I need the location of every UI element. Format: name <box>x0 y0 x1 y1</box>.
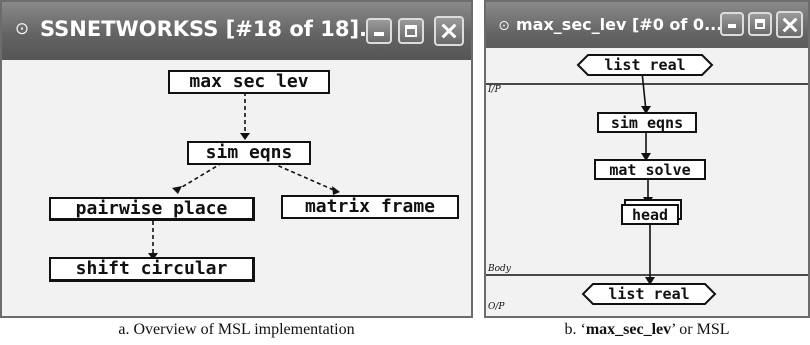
minimize-icon <box>728 24 736 28</box>
node-label: head <box>631 206 669 224</box>
minimize-button[interactable] <box>366 18 392 44</box>
arrowhead-icon <box>641 106 651 114</box>
node-max-sec-lev[interactable]: max sec lev <box>168 70 330 94</box>
maximize-icon <box>405 25 417 37</box>
maximize-button[interactable] <box>398 18 424 44</box>
node-pairwise-place[interactable]: pairwise place <box>49 197 255 221</box>
close-icon <box>436 18 462 44</box>
window-title: max_sec_lev [#0 of 0... <box>516 15 723 34</box>
section-label-output: O/P <box>488 302 505 312</box>
window-max-sec-lev: ⊙ max_sec_lev [#0 of 0... <box>484 0 810 318</box>
arrowhead-icon <box>641 153 651 161</box>
list-real-top-shape <box>576 54 714 76</box>
maximize-icon <box>755 19 765 29</box>
caption-b-bold: max_sec_lev <box>585 321 672 338</box>
window-ssnetworkss: ⊙ SSNETWORKSS [#18 of 18]... <box>0 0 473 318</box>
section-label-body: Body <box>488 264 511 274</box>
caption-b-suffix: ’ or MSL <box>671 321 730 338</box>
window-title: SSNETWORKSS [#18 of 18]... <box>40 17 383 41</box>
node-list-real-input[interactable]: list real <box>588 56 702 74</box>
minimize-icon <box>374 32 384 36</box>
section-label-input: I/P <box>488 85 501 95</box>
node-mat-solve[interactable]: mat solve <box>594 159 706 180</box>
caption-b: b. ‘max_sec_lev’ or MSL <box>484 321 810 343</box>
node-label: max sec lev <box>189 71 309 92</box>
wire-list-simeqns <box>641 71 647 112</box>
close-button[interactable] <box>776 11 803 38</box>
edge-simeqns-pairwise <box>176 162 223 191</box>
node-head[interactable]: head <box>621 204 679 225</box>
network-canvas[interactable]: max sec lev sim eqns pairwise place matr… <box>2 60 471 316</box>
node-shift-circular[interactable]: shift circular <box>49 257 255 282</box>
eye-icon: ⊙ <box>498 18 510 34</box>
network-edges <box>148 92 340 260</box>
node-sim-eqns[interactable]: sim eqns <box>597 112 697 133</box>
caption-b-prefix: b. ‘ <box>564 321 586 338</box>
arrowhead-icon <box>172 186 182 194</box>
arrowhead-icon <box>332 186 340 195</box>
eye-icon: ⊙ <box>14 19 30 39</box>
node-label: sim eqns <box>610 114 684 132</box>
node-matrix-frame[interactable]: matrix frame <box>281 195 459 219</box>
title-bar[interactable]: ⊙ SSNETWORKSS [#18 of 18]... <box>2 2 471 60</box>
node-label: shift circular <box>75 258 228 279</box>
function-canvas[interactable]: I/P Body O/P list real sim eqns mat solv… <box>486 48 808 316</box>
edge-simeqns-matrix <box>271 162 337 192</box>
function-wires <box>486 54 808 305</box>
minimize-button[interactable] <box>720 12 744 36</box>
node-label: list real <box>608 285 690 303</box>
maximize-button[interactable] <box>748 12 772 36</box>
node-sim-eqns[interactable]: sim eqns <box>187 141 311 165</box>
node-label: list real <box>604 56 686 74</box>
caption-a: a. Overview of MSL implementation <box>0 321 473 343</box>
node-label: mat solve <box>609 161 691 179</box>
close-button[interactable] <box>434 16 464 46</box>
arrowhead-icon <box>645 277 655 285</box>
arrowhead-icon <box>148 253 158 260</box>
arrowhead-icon <box>240 133 250 140</box>
list-real-bottom-shape <box>581 283 717 305</box>
node-label: matrix frame <box>304 196 436 217</box>
caption-a-text: a. Overview of MSL implementation <box>118 321 355 338</box>
node-list-real-output[interactable]: list real <box>593 285 705 303</box>
node-label: pairwise place <box>75 198 228 219</box>
node-label: sim eqns <box>205 142 293 163</box>
close-icon <box>778 13 801 36</box>
